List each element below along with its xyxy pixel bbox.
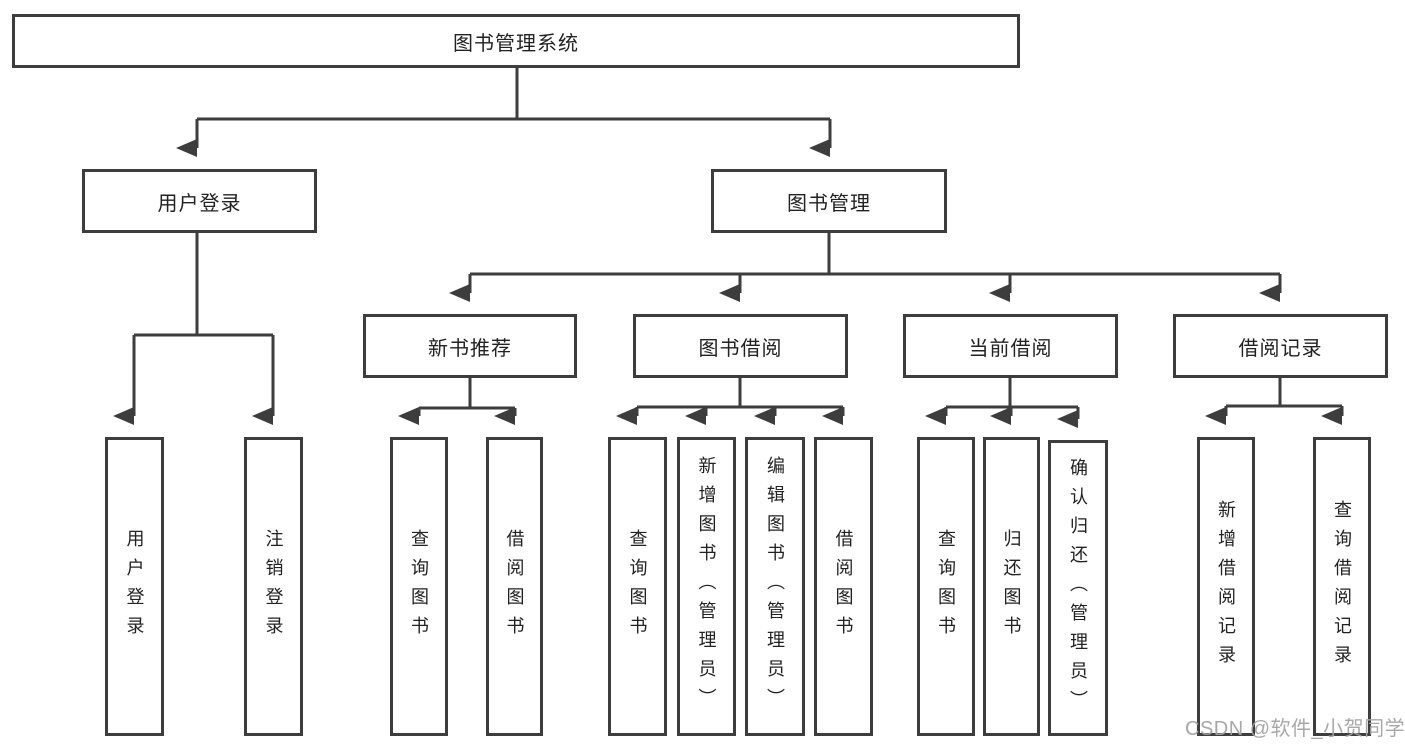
node-label: 新书推荐: [428, 337, 512, 360]
leaf-borrow-books-recommend: 借阅图书: [486, 437, 543, 736]
node-label: 编辑图书（管理员）: [765, 456, 785, 717]
node-book-management: 图书管理: [711, 169, 947, 233]
csdn-watermark: CSDN @软件_小贺同学: [1185, 718, 1405, 740]
leaf-edit-books-admin: 编辑图书（管理员）: [745, 437, 805, 736]
node-label: 图书借阅: [698, 337, 783, 360]
node-label: 归还图书: [1001, 528, 1022, 645]
leaf-add-borrow-record: 新增借阅记录: [1197, 437, 1255, 736]
node-label: 图书管理: [787, 192, 871, 215]
node-label: 借阅图书: [504, 528, 525, 645]
node-book-borrow: 图书借阅: [633, 314, 848, 378]
node-label: 用户登录: [157, 192, 242, 215]
node-label: 借阅图书: [833, 528, 854, 645]
node-label: 用户登录: [124, 528, 145, 645]
node-label: 查询图书: [936, 528, 956, 645]
node-label: 图书管理系统: [453, 32, 579, 55]
node-label: 查询图书: [627, 528, 648, 645]
node-label: 借阅记录: [1238, 337, 1323, 360]
node-label: 新增借阅记录: [1216, 499, 1236, 674]
leaf-query-books-current: 查询图书: [917, 437, 975, 736]
node-label: 当前借阅: [968, 337, 1053, 360]
node-borrow-records: 借阅记录: [1173, 314, 1388, 378]
leaf-query-books-recommend: 查询图书: [390, 437, 448, 736]
leaf-query-borrow-record: 查询借阅记录: [1313, 437, 1371, 736]
node-user-login: 用户登录: [82, 169, 317, 233]
node-new-book-recommend: 新书推荐: [363, 314, 577, 378]
node-current-borrow: 当前借阅: [903, 314, 1118, 378]
node-label: 确认归还（管理员）: [1068, 457, 1088, 719]
node-library-system: 图书管理系统: [12, 14, 1020, 68]
leaf-add-books-admin: 新增图书（管理员）: [677, 437, 736, 736]
leaf-confirm-return-admin: 确认归还（管理员）: [1048, 440, 1108, 736]
leaf-logout: 注销登录: [244, 437, 303, 736]
node-label: 查询图书: [409, 528, 429, 645]
node-label: 新增图书（管理员）: [696, 456, 717, 717]
leaf-return-books: 归还图书: [983, 437, 1040, 736]
node-label: 查询借阅记录: [1332, 499, 1352, 674]
node-label: 注销登录: [263, 528, 284, 645]
leaf-user-login: 用户登录: [105, 437, 164, 736]
leaf-borrow-books: 借阅图书: [814, 437, 873, 736]
leaf-query-books-borrow: 查询图书: [608, 437, 667, 736]
